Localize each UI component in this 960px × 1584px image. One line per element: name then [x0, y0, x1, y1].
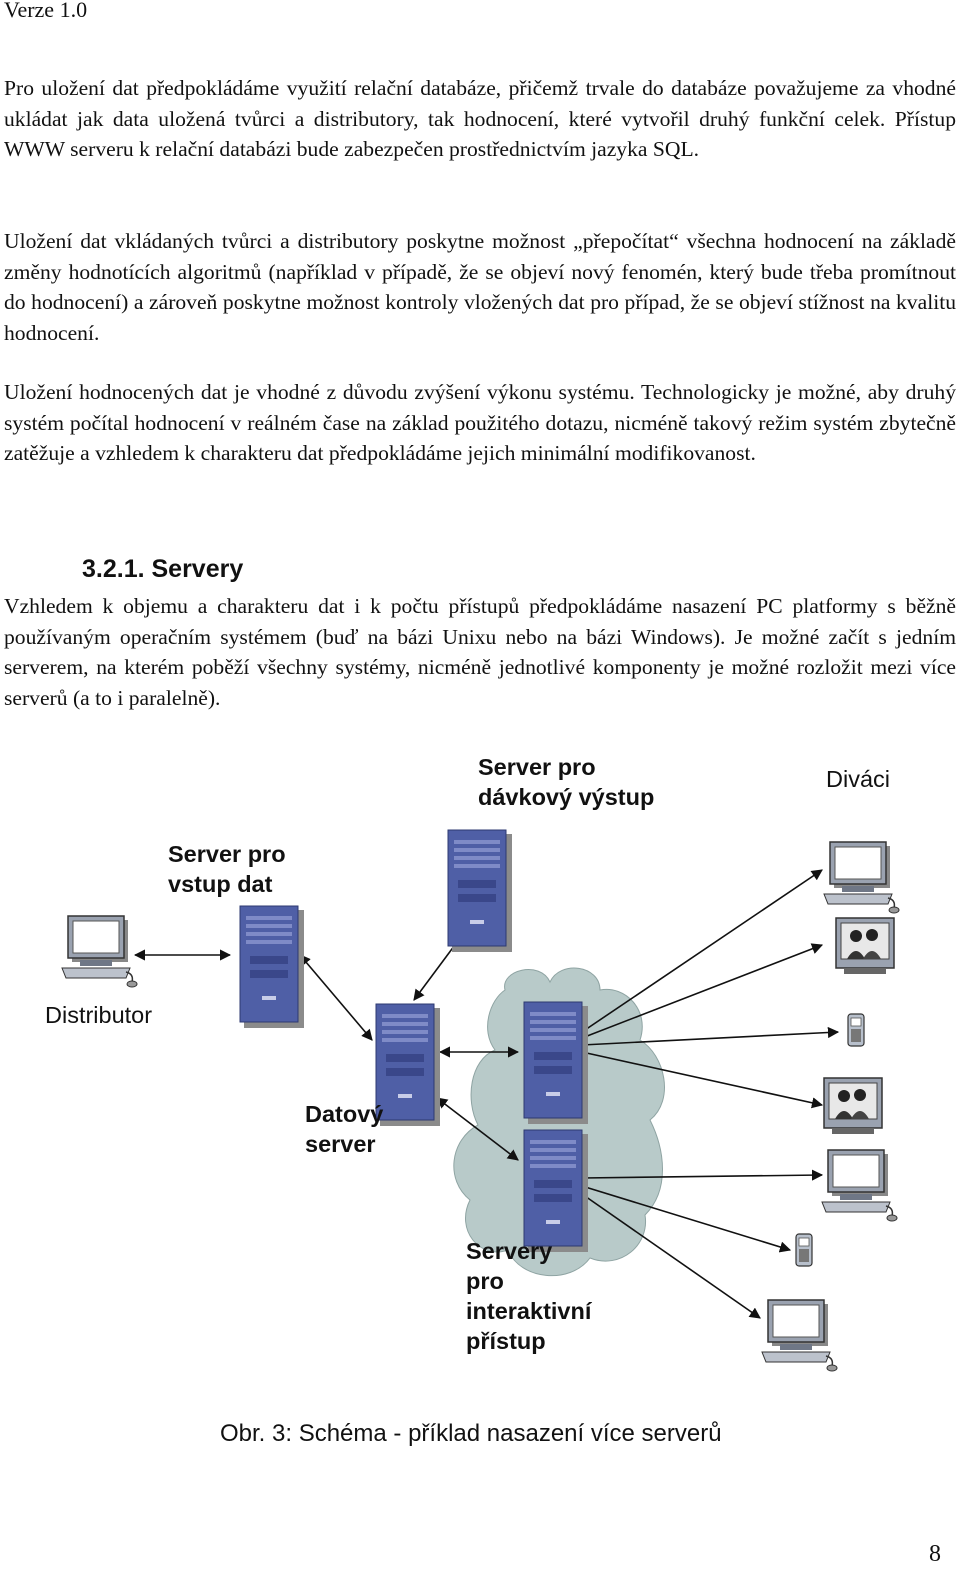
data-server-icon [375, 1003, 441, 1127]
label-input-server: Server pro vstup dat [168, 841, 286, 897]
figure-caption: Obr. 3: Schéma - příklad nasazení více s… [220, 1420, 722, 1447]
label-batch-server: Server pro dávkový výstup [478, 754, 655, 810]
label-interactive-servers: Servery pro interaktivní přístup [466, 1238, 592, 1354]
paragraph-3: Uložení hodnocených dat je vhodné z důvo… [4, 380, 956, 465]
paragraph-2: Uložení dat vkládaných tvůrci a distribu… [4, 229, 956, 345]
section-heading: 3.2.1. Servery [82, 555, 244, 583]
deployment-diagram [61, 829, 900, 1372]
version-header: Verze 1.0 [4, 0, 88, 22]
viewer-phone-icon [847, 1013, 865, 1047]
label-distributor: Distributor [45, 1002, 153, 1028]
paragraph-1: Pro uložení dat předpokládáme využití re… [4, 76, 956, 161]
page-number: 8 [929, 1541, 941, 1567]
interactive-server-icon [523, 1129, 589, 1253]
section-paragraph: Vzhledem k objemu a charakteru dat i k p… [4, 594, 956, 710]
viewer-computer-icon [821, 1149, 898, 1222]
interactive-server-icon [523, 1001, 589, 1125]
distributor-computer-icon [61, 915, 138, 988]
viewer-computer-icon [823, 841, 900, 914]
input-server-icon [239, 905, 305, 1029]
label-viewers: Diváci [826, 766, 890, 792]
viewer-phone-icon [795, 1233, 813, 1267]
viewer-computer-icon [761, 1299, 838, 1372]
viewer-tv-icon [835, 917, 895, 975]
batch-server-icon [447, 829, 513, 953]
label-data-server: Datový server [305, 1101, 384, 1157]
viewer-tv-icon [823, 1077, 883, 1135]
